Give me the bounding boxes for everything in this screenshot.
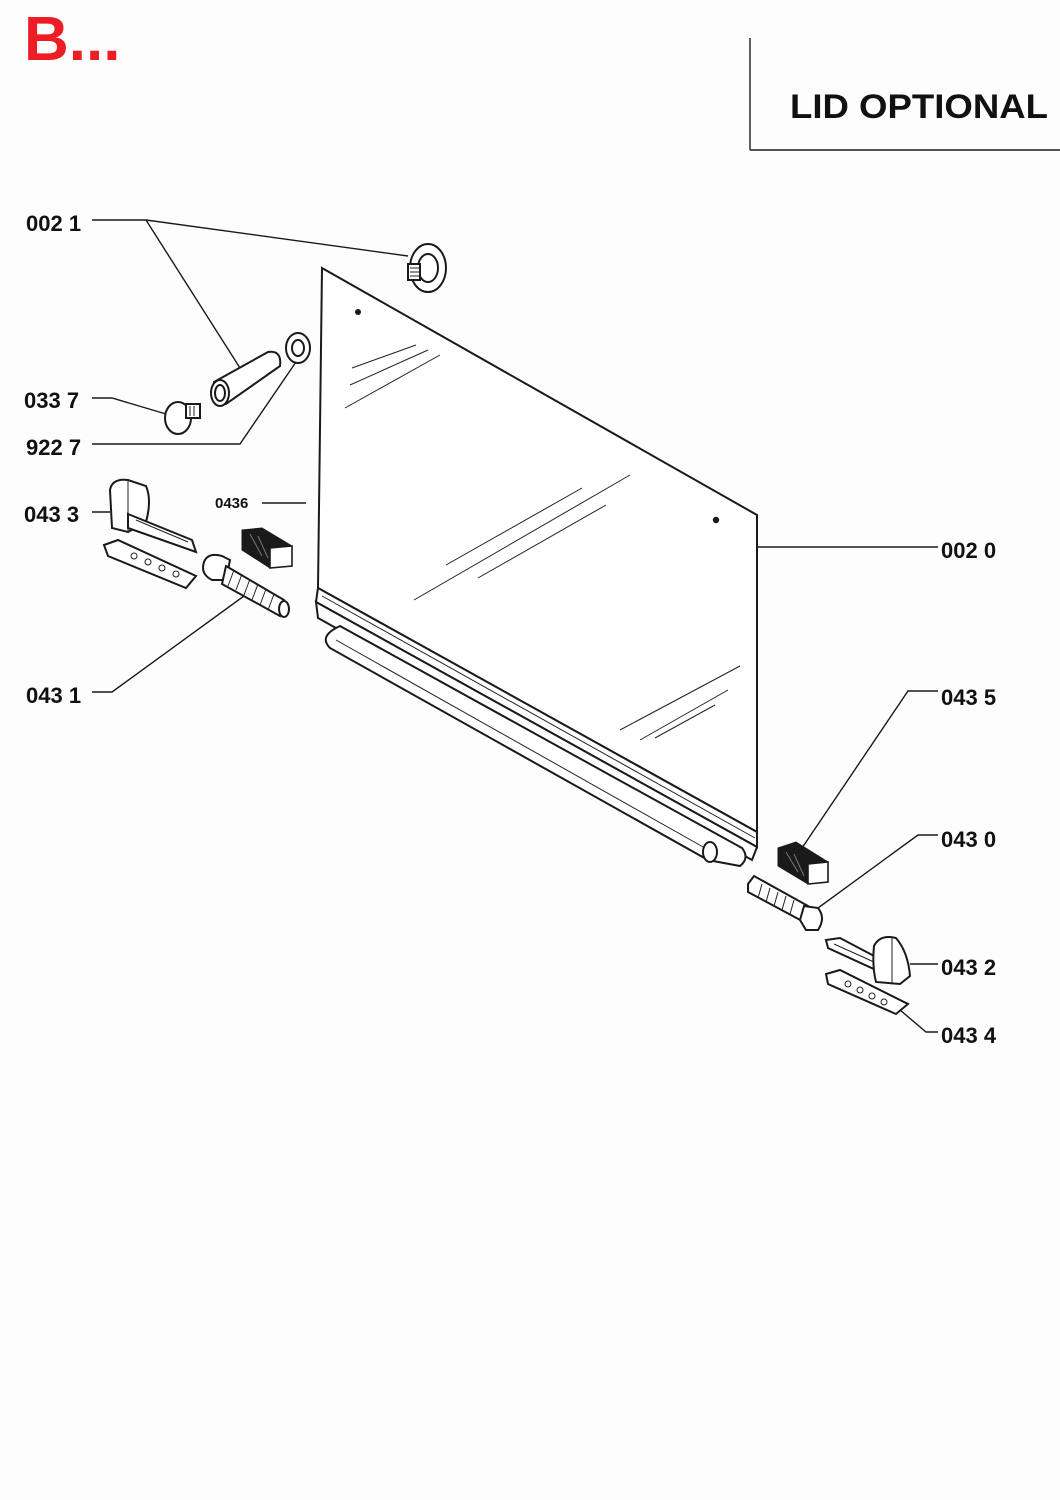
leader-lines bbox=[92, 219, 938, 1033]
hinge-bracket-left bbox=[102, 478, 198, 590]
label-0433: 043 3 bbox=[24, 502, 79, 527]
label-0021: 002 1 bbox=[26, 211, 81, 236]
corner-mark: B... bbox=[24, 5, 120, 74]
rubber-block-right bbox=[777, 841, 829, 885]
washer bbox=[285, 332, 311, 364]
label-0431: 043 1 bbox=[26, 683, 81, 708]
glass-lid-panel bbox=[314, 266, 759, 868]
hinge-pin-left bbox=[202, 553, 290, 618]
label-0436: 0436 bbox=[215, 495, 248, 512]
section-title-box: LID OPTIONAL bbox=[749, 38, 1060, 151]
label-0337: 033 7 bbox=[24, 388, 79, 413]
rubber-block-left bbox=[241, 527, 293, 569]
part-labels: 002 1 033 7 922 7 043 3 0436 043 1 002 0… bbox=[24, 211, 997, 1048]
label-0434: 043 4 bbox=[941, 1023, 997, 1048]
screw bbox=[164, 401, 201, 435]
hinge-bracket-right bbox=[824, 936, 912, 1016]
label-0430: 043 0 bbox=[941, 827, 996, 852]
hinge-pin-right bbox=[747, 874, 823, 931]
section-title: LID OPTIONAL bbox=[790, 88, 1048, 126]
knob-top bbox=[407, 243, 447, 293]
spacer-tube bbox=[210, 350, 282, 407]
label-0435: 043 5 bbox=[941, 685, 996, 710]
label-0432: 043 2 bbox=[941, 955, 996, 980]
label-0020: 002 0 bbox=[941, 538, 996, 563]
label-9227: 922 7 bbox=[26, 435, 81, 460]
